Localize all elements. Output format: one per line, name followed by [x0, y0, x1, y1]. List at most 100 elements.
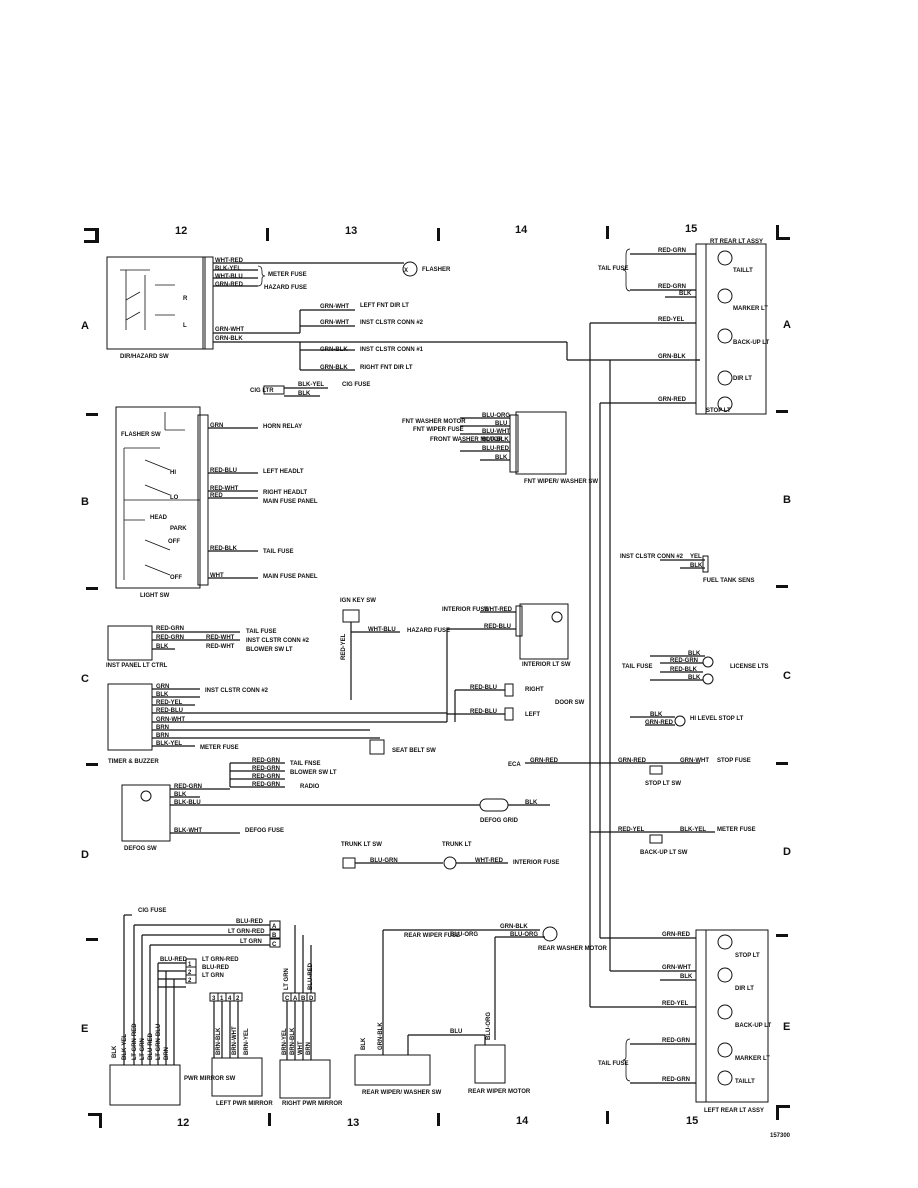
- wire-label: GRN: [210, 423, 223, 429]
- radio-connections: RED-GRN RED-GRN RED-GRN RED-GRN TAIL FNS…: [229, 758, 337, 790]
- wire-label: GRN-WHT: [680, 758, 709, 764]
- row-label-right-d: D: [783, 846, 791, 858]
- dest-rear-wiper-fuse: REAR WIPER FUSE: [404, 933, 460, 939]
- dest-cig-fuse-2: CIG FUSE: [138, 908, 166, 914]
- wire-label: LT GRN-BLU: [156, 1024, 162, 1060]
- dest-inst-clstr-conn2: INST CLSTR CONN #2: [360, 320, 424, 326]
- wire-label: RED-BLU: [470, 685, 497, 691]
- dest-main-fuse-panel-2: MAIN FUSE PANEL: [263, 574, 318, 580]
- wire-label: RED-GRN: [156, 635, 184, 641]
- wire-label: RED-GRN: [252, 766, 280, 772]
- inst-panel-lt-ctrl: RED-GRN RED-GRN BLK RED-WHT RED-WHT TAIL…: [106, 625, 310, 669]
- flasher-label: FLASHER: [422, 267, 451, 273]
- wire-label: RED-WHT: [210, 486, 239, 492]
- wire-label: BLK-WHT: [174, 828, 202, 834]
- wire-label: BLU-WHT: [482, 429, 510, 435]
- dest-right-headlt: RIGHT HEADLT: [263, 490, 308, 496]
- col-label-bottom-13: 13: [347, 1117, 359, 1129]
- stop-lt-switch: GRN-RED GRN-RED GRN-WHT ECA STOP LT SW S…: [508, 758, 751, 787]
- dest-defog-fuse: DEFOG FUSE: [245, 828, 284, 834]
- dest-tail-fuse-2: TAIL FUSE: [246, 629, 276, 635]
- wire-label: RED-YEL: [662, 1001, 689, 1007]
- wire-label: BLU-RED: [202, 965, 230, 971]
- wire-label: BRN-BLK: [216, 1027, 222, 1055]
- wire-label: RED-BLK: [210, 546, 238, 552]
- wire-label: BLU-RED: [308, 962, 314, 990]
- wire-label: WHT-RED: [215, 258, 244, 264]
- wire-label: GRN-BLK: [500, 924, 528, 930]
- figure-id: 157300: [770, 1133, 791, 1139]
- wire-label: RED-GRN: [174, 784, 202, 790]
- wire-label: BLU-BLK: [482, 437, 509, 443]
- svg-text:X: X: [404, 268, 408, 274]
- interior-lt-sw-label: INTERIOR LT SW: [522, 662, 571, 668]
- pwr-mirror-circuit: CIG FUSE BLU-RED LT GRN-RED LT GRN BLU-R…: [109, 908, 281, 1106]
- seat-belt-switch: SEAT BELT SW: [369, 739, 436, 755]
- wire-label: RED-GRN: [252, 774, 280, 780]
- defog-grid-label: DEFOG GRID: [480, 818, 519, 824]
- rear-wiper-washer: GRN-BLK BLU-ORG BLU-ORG BLU REAR WIPER F…: [354, 924, 608, 1096]
- wire-label: WHT-BLU: [368, 627, 396, 633]
- wire-label: GRN-WHT: [320, 320, 349, 326]
- interior-lt-switch: WHT-RED RED-BLU INTERIOR FUSE INTERIOR L…: [442, 603, 571, 722]
- col-label-bottom-12: 12: [177, 1117, 189, 1129]
- row-label-left-b: B: [81, 496, 89, 508]
- wire-label: BLK: [688, 675, 701, 681]
- wire-label: BLU-ORG: [450, 932, 478, 938]
- pin-2b: 2: [188, 978, 192, 984]
- ign-key-sw-label: IGN KEY SW: [340, 598, 376, 604]
- license-lights: BLK RED-GRN RED-BLK BLK TAIL FUSE LICENS…: [622, 651, 769, 685]
- dest-inst-clstr-conn2-b: INST CLSTR CONN #2: [620, 554, 684, 560]
- dest-fnt-washer-motor: FNT WASHER MOTOR: [402, 419, 466, 425]
- dest-right-fnt-dir-lt: RIGHT FNT DIR LT: [360, 365, 413, 371]
- dest-cig-fuse: CIG FUSE: [342, 382, 370, 388]
- dest-meter-fuse-2: METER FUSE: [200, 745, 239, 751]
- dest-left-headlt: LEFT HEADLT: [263, 469, 304, 475]
- pin-b2: B: [301, 996, 306, 1002]
- wire-label: BLK: [690, 563, 703, 569]
- defog-sw-label: DEFOG SW: [124, 846, 157, 852]
- rt-rear-lt-assy-label: RT REAR LT ASSY: [710, 239, 763, 245]
- light-sw-pos-head: HEAD: [150, 515, 168, 521]
- left-pwr-mirror-label: LEFT PWR MIRROR: [216, 1101, 273, 1107]
- wire-label: RED-WHT: [206, 635, 235, 641]
- wire-label: BLK-YEL: [680, 827, 706, 833]
- ign-key-switch: WHT-BLU HAZARD FUSE IGN KEY SW RED-YEL: [340, 598, 450, 700]
- fnt-wiper-washer-sw-label: FNT WIPER/ WASHER SW: [524, 479, 598, 485]
- seat-belt-sw-label: SEAT BELT SW: [392, 748, 436, 754]
- wire-label: RED-YEL: [341, 633, 347, 660]
- wire-label: RED-BLU: [484, 624, 511, 630]
- wire-label: BRN-WHT: [232, 1026, 238, 1055]
- left-rear-lt-assembly: STOP LT DIR LT BACK-UP LT MARKER LT TAIL…: [590, 360, 771, 1114]
- row-label-right-c: C: [783, 670, 791, 682]
- dir-hazard-sw-label: DIR/HAZARD SW: [120, 354, 169, 360]
- hi-level-stop-lt: BLK GRN-RED HI LEVEL STOP LT: [630, 712, 744, 727]
- col-label-bottom-15: 15: [686, 1115, 698, 1127]
- light-sw-pos-hi: HI: [170, 470, 176, 476]
- wire-label: YEL: [690, 554, 702, 560]
- dest-tail-fuse: TAIL FUSE: [263, 549, 293, 555]
- wire-label: GRN-BLK: [215, 336, 243, 342]
- lamp-back-up-lt: BACK-UP LT: [733, 340, 769, 346]
- wire-label: LT GRN-RED: [228, 929, 265, 935]
- wire-label: BRN-BLK: [290, 1027, 296, 1055]
- door-sw-right: RIGHT: [525, 687, 544, 693]
- frame-marks: [84, 225, 790, 1128]
- light-switch: HI LO HEAD PARK OFF OFF FLASHER SW LIGHT…: [115, 406, 209, 599]
- grid-labels: 12 13 14 15 12 13 14 15 A B C D E A B C …: [81, 223, 791, 1129]
- rear-wiper-washer-sw-label: REAR WIPER/ WASHER SW: [362, 1090, 442, 1096]
- fuel-tank-sens-label: FUEL TANK SENS: [703, 578, 754, 584]
- rt-rear-wires: RED-GRN RED-GRN BLK RED-YEL GRN-BLK GRN-…: [589, 248, 700, 1007]
- row-label-left-d: D: [81, 849, 89, 861]
- light-sw-label: LIGHT SW: [140, 593, 170, 599]
- wire-label: BLK: [298, 391, 311, 397]
- wire-label: GRN-RED: [618, 758, 647, 764]
- wire-label: RED-BLU: [210, 468, 237, 474]
- dir-hazard-switch: R L DIR/HAZARD SW: [106, 256, 214, 360]
- wire-label: GRN-BLK: [658, 354, 686, 360]
- pwr-mirror-sw-label: PWR MIRROR SW: [184, 1076, 236, 1082]
- back-up-lt-switch: RED-YEL BLK-YEL METER FUSE BACK-UP LT SW: [590, 827, 756, 856]
- wire-label: RED: [210, 493, 223, 499]
- light-sw-wires: GRN RED-BLU RED-WHT RED RED-BLK WHT HORN…: [208, 423, 318, 580]
